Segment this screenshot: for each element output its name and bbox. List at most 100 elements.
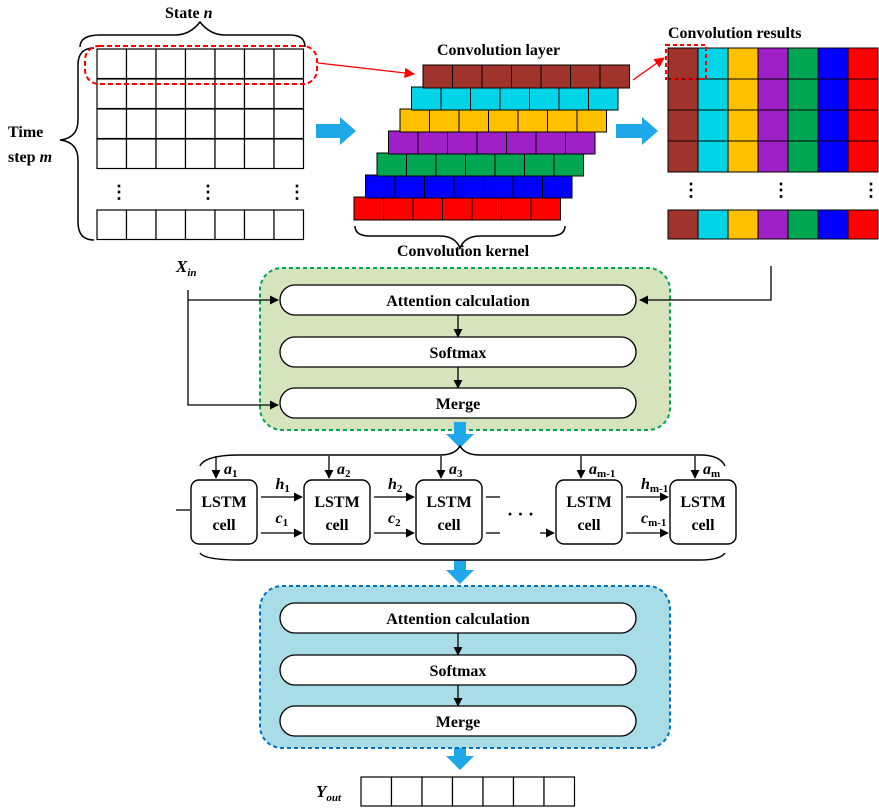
conv-layer-cell <box>399 108 430 133</box>
result-cell <box>697 140 729 173</box>
lstm-cell-label: cell <box>577 517 601 534</box>
result-cell <box>817 78 849 111</box>
conv-layer-cell <box>517 108 548 133</box>
input-cell <box>214 209 246 241</box>
vertical-ellipsis: ⋮ <box>862 180 879 200</box>
time-step-brace <box>59 47 95 241</box>
output-vector <box>360 776 576 807</box>
attention-input-label: a3 <box>449 461 463 480</box>
conv-layer-cell <box>488 108 519 133</box>
conv-layer-cell <box>447 130 478 155</box>
input-cell <box>155 48 187 80</box>
result-cell <box>697 209 729 240</box>
conv-layer-cell <box>453 174 484 199</box>
input-cell <box>96 108 128 140</box>
conv-layer-cell <box>494 152 525 177</box>
flow-arrow-input-to-conv <box>316 117 356 145</box>
convolution-layers <box>353 64 630 221</box>
input-cell <box>273 138 305 170</box>
x-in-label: Xin <box>175 257 197 279</box>
input-cell <box>155 108 187 140</box>
vertical-ellipsis: ⋮ <box>110 182 128 202</box>
input-cell <box>184 108 216 140</box>
result-cell <box>817 47 849 80</box>
conv-layer-cell <box>383 196 414 221</box>
conv-layer-cell <box>388 130 419 155</box>
input-cell <box>273 108 305 140</box>
attention-input-label: am-1 <box>589 461 615 480</box>
conv-layer-cell <box>435 152 466 177</box>
cell-state-label: c1 <box>276 510 289 529</box>
result-cell <box>667 209 699 240</box>
conv-layer-cell <box>511 64 542 89</box>
lstm-cell-label: cell <box>212 517 236 534</box>
lstm-cell-label: cell <box>437 517 461 534</box>
input-cell <box>273 209 305 241</box>
result-cell <box>727 78 759 111</box>
result-cell <box>727 109 759 142</box>
vertical-ellipsis: ⋮ <box>288 182 306 202</box>
lstm-cell <box>415 479 483 545</box>
result-cell-highlight <box>665 44 707 80</box>
result-cell <box>727 47 759 80</box>
result-cell <box>787 47 819 80</box>
input-cell <box>243 108 275 140</box>
conv-layer-cell <box>429 108 460 133</box>
attention-step-label: Merge <box>436 714 480 731</box>
conv-layer-cell <box>470 86 501 111</box>
conv-layer-cell <box>547 108 578 133</box>
conv-layer-cell <box>465 152 496 177</box>
result-cell <box>847 47 879 80</box>
convolution-layer-label: Convolution layer <box>437 42 560 59</box>
state-label: State n <box>165 5 213 22</box>
attention-input-label: a1 <box>224 461 238 480</box>
conv-layer-cell <box>530 196 561 221</box>
output-cell <box>451 776 484 807</box>
result-cell <box>817 209 849 240</box>
input-cell <box>243 138 275 170</box>
conv-layer-cell <box>458 108 489 133</box>
xin-to-attention-connector <box>187 290 279 410</box>
conv-layer-cell <box>365 174 396 199</box>
lstm-cell-label: cell <box>325 517 349 534</box>
conv-layer-cell <box>440 86 471 111</box>
input-cell <box>184 209 216 241</box>
conv-layer-cell <box>499 86 530 111</box>
lstm-cell <box>303 479 371 545</box>
result-cell <box>787 140 819 173</box>
result-cell <box>847 209 879 240</box>
lstm-cell-label: LSTM <box>566 494 611 511</box>
input-cell <box>214 138 246 170</box>
input-cell <box>273 48 305 80</box>
flow-arrow-attn1-to-lstm <box>446 422 474 448</box>
attention-step-box <box>279 705 637 737</box>
input-cell <box>125 108 157 140</box>
conv-layer-cell <box>481 64 512 89</box>
conv-layer-cell <box>422 64 453 89</box>
result-cell <box>757 109 789 142</box>
input-matrix: ⋮⋮⋮ <box>96 48 306 241</box>
lstm-ellipsis: · · · <box>507 504 534 524</box>
conv-layer-cell <box>442 196 473 221</box>
input-cell <box>96 48 128 80</box>
results-to-attention-connector <box>639 266 772 305</box>
result-cell <box>787 209 819 240</box>
conv-layer-cell <box>353 196 384 221</box>
cell-state-label: c2 <box>388 510 401 529</box>
flow-arrow-attn2-to-output <box>446 742 474 770</box>
conv-layer-cell <box>565 130 596 155</box>
time-label-line2: step m <box>8 149 52 166</box>
input-cell <box>243 209 275 241</box>
convolution-results-grid: ⋮⋮⋮ <box>667 47 879 240</box>
conv-layer-cell <box>540 64 571 89</box>
vertical-ellipsis: ⋮ <box>682 180 700 200</box>
lstm-chain: LSTMcella1LSTMcella2LSTMcella3LSTMcellam… <box>176 456 737 545</box>
conv-layer-cell <box>411 86 442 111</box>
lstm-cell <box>555 479 623 545</box>
conv-layer-cell <box>424 174 455 199</box>
conv-layer-cell <box>406 152 437 177</box>
output-cell <box>390 776 423 807</box>
